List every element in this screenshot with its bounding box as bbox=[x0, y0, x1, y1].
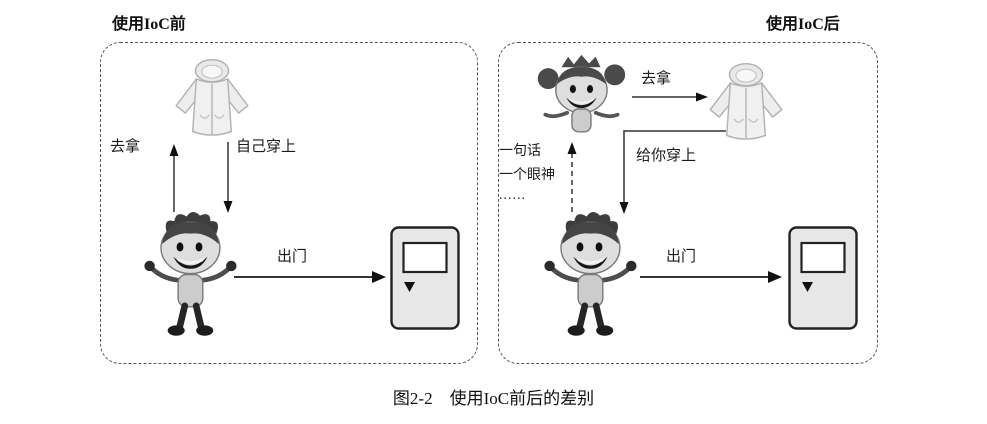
child-figure bbox=[544, 212, 636, 336]
self-wear-arrow bbox=[223, 142, 233, 213]
signal-look-label: 一个眼神 bbox=[499, 168, 555, 183]
jacket-icon bbox=[175, 58, 249, 137]
fetch-label-right: 去拿 bbox=[641, 71, 672, 87]
mother-figure bbox=[535, 52, 628, 134]
door-icon bbox=[788, 226, 858, 330]
child-figure bbox=[144, 212, 236, 336]
fetch-arrow-left bbox=[169, 144, 179, 212]
left-panel-box bbox=[100, 42, 478, 364]
figure-caption: 图2-2 使用IoC前后的差别 bbox=[392, 389, 595, 408]
go-out-label-left: 出门 bbox=[277, 249, 308, 265]
signal-dashed-arrow bbox=[567, 142, 577, 212]
jacket-icon bbox=[709, 62, 783, 141]
right-panel-box bbox=[498, 42, 878, 364]
go-out-arrow-right bbox=[640, 271, 782, 283]
signal-word-label: 一句话 bbox=[499, 144, 541, 159]
left-panel-title: 使用IoC前 bbox=[112, 16, 186, 33]
fetch-arrow-right bbox=[632, 92, 708, 102]
wear-for-you-arrow bbox=[619, 130, 726, 214]
right-panel-title: 使用IoC后 bbox=[766, 16, 840, 33]
wear-self-label: 自己穿上 bbox=[236, 139, 297, 155]
go-out-arrow-left bbox=[234, 271, 386, 283]
door-icon bbox=[390, 226, 460, 330]
fetch-label-left: 去拿 bbox=[110, 139, 141, 155]
wear-for-you-label: 给你穿上 bbox=[636, 148, 697, 164]
go-out-label-right: 出门 bbox=[666, 249, 697, 265]
signal-ellipsis-label: ...... bbox=[499, 188, 526, 203]
